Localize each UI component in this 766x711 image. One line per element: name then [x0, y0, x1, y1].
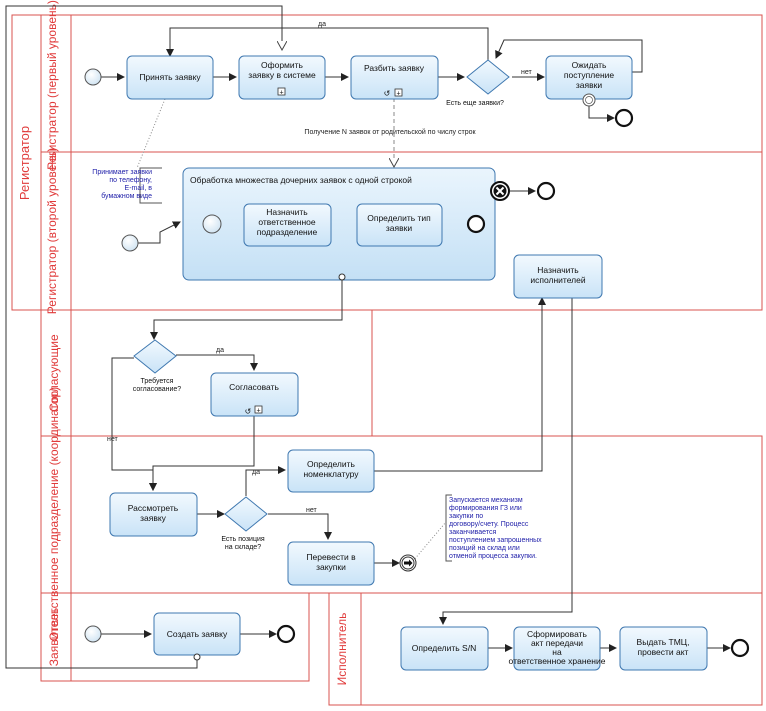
- lane-label-reg1-text: Регистратор (первый уровень): [45, 0, 59, 170]
- task-define-sn[interactable]: Определить S/N: [400, 626, 489, 671]
- task-accept-request[interactable]: Принять заявку: [126, 55, 214, 100]
- subprocess-child-requests[interactable]: Обработка множества дочерних заявок с од…: [182, 167, 496, 281]
- subprocess-marker-icon: [277, 87, 286, 96]
- plus-icon: +: [396, 91, 400, 98]
- end-event-reg2: [536, 181, 556, 201]
- start-event-reg2: [121, 234, 139, 252]
- subprocess-end-event: [466, 214, 486, 234]
- flow-label-no-stock: нет: [306, 507, 318, 514]
- subprocess-marker-icon: [394, 88, 403, 97]
- task-approve-label: Согласовать: [229, 382, 279, 392]
- lane-label-reg2-text: Регистратор (второй уровень): [45, 148, 59, 314]
- task-define-sn-label: Определить S/N: [412, 643, 476, 653]
- task-issue-goods[interactable]: Выдать ТМЦ,провести акт: [619, 626, 708, 671]
- associations: [136, 98, 447, 562]
- task-create-label: Создать заявку: [167, 629, 228, 639]
- lane-label-applicant: Заявитель: [47, 608, 61, 666]
- flow-label-yes-top: да: [318, 21, 326, 28]
- subprocess-marker-icon: [254, 405, 263, 414]
- task-split-request[interactable]: Разбить заявку ↺ +: [350, 55, 439, 100]
- task-approve[interactable]: Согласовать ↺ +: [210, 372, 299, 417]
- flow-label-no-approval: нет: [107, 436, 119, 443]
- loop-marker-icon: ↺: [245, 407, 252, 416]
- intermediate-link-event: [399, 554, 417, 572]
- boundary-event-icon: [193, 653, 201, 661]
- flow-label-yes-stock: да: [252, 469, 260, 476]
- flow-label-yes-approval: да: [216, 347, 224, 354]
- end-event-applicant: [276, 624, 296, 644]
- gateway-more-requests[interactable]: Есть еще заявки?: [446, 59, 510, 107]
- end-event-executor: [730, 638, 750, 658]
- split-note: Получение N заявок от родительской по чи…: [304, 128, 476, 136]
- task-split-label: Разбить заявку: [364, 63, 425, 73]
- lane-label-responsible: Ответственное подразделение (координатор…: [47, 387, 61, 641]
- pool-label: Регистратор: [17, 126, 32, 200]
- lane-label-reg2: Регистратор (второй уровень): [45, 148, 59, 314]
- lane-label-executor: Исполнитель: [335, 613, 349, 686]
- timer-icon: [582, 93, 596, 107]
- task-issue-label: Выдать ТМЦ,провести акт: [637, 637, 690, 657]
- end-event-reg1: [614, 108, 634, 128]
- pool: [11, 14, 763, 706]
- lane-label-approvers: Согласующие: [47, 334, 61, 412]
- error-end-event: [490, 181, 510, 201]
- flow-label-no-top: нет: [521, 69, 533, 76]
- plus-icon: +: [279, 90, 283, 97]
- loop-marker-icon: ↺: [384, 89, 391, 98]
- start-event-reg1: [84, 68, 102, 86]
- lane-label-reg1: Регистратор (первый уровень): [45, 0, 59, 170]
- task-accept-label: Принять заявку: [139, 72, 201, 82]
- subprocess-start-event: [202, 214, 222, 234]
- subprocess-title: Обработка множества дочерних заявок с од…: [190, 175, 412, 185]
- task-create-request[interactable]: Создать заявку: [153, 612, 241, 661]
- plus-icon: +: [256, 408, 260, 415]
- events: [84, 68, 750, 658]
- start-event-applicant: [84, 625, 102, 643]
- subprocess-boundary-icon: [338, 273, 346, 281]
- gateway-more-requests-label: Есть еще заявки?: [446, 100, 504, 107]
- flow-labels: да нет да нет да нет: [107, 21, 533, 514]
